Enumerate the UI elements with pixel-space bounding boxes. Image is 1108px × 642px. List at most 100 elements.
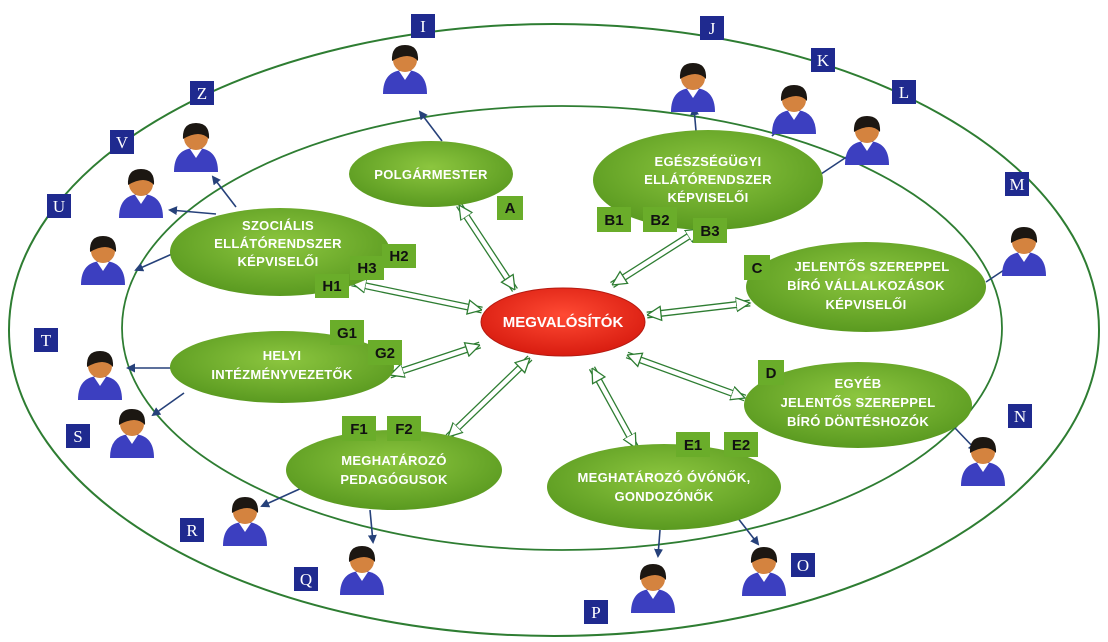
double-arrow-e <box>588 366 640 450</box>
svg-text:B3: B3 <box>700 223 719 240</box>
svg-text:E2: E2 <box>732 437 750 454</box>
person-icon <box>340 546 384 595</box>
svg-text:G2: G2 <box>375 345 395 362</box>
person-r[interactable]: R <box>180 497 267 546</box>
node-f-line-2: PEDAGÓGUSOK <box>340 472 448 487</box>
node-e-line-2: GONDOZÓNŐK <box>614 489 713 504</box>
person-badge <box>34 328 58 352</box>
svg-text:D: D <box>766 365 777 382</box>
person-n[interactable]: N <box>961 404 1032 486</box>
person-icon <box>81 236 125 285</box>
center-connections <box>352 203 750 450</box>
link-arrow-u <box>134 253 173 272</box>
person-letter: Z <box>197 84 207 103</box>
double-arrow-h <box>352 283 482 310</box>
svg-text:E1: E1 <box>684 437 702 454</box>
node-c[interactable]: JELENTŐS SZEREPPEL BÍRÓ VÁLLALKOZÁSOK KÉ… <box>746 242 986 332</box>
person-letter: J <box>709 19 716 38</box>
tag-e1: E1 <box>676 432 710 457</box>
tag-g1: G1 <box>330 320 364 345</box>
double-arrow-b <box>610 226 702 288</box>
person-t[interactable]: T <box>34 328 122 400</box>
person-v[interactable]: V <box>110 130 163 218</box>
node-a[interactable]: POLGÁRMESTER <box>349 141 513 207</box>
person-letter: I <box>420 17 426 36</box>
person-icon <box>671 63 715 112</box>
svg-text:B2: B2 <box>650 212 669 229</box>
link-arrow-p <box>654 529 664 558</box>
double-arrow-g <box>390 341 480 379</box>
person-badge <box>190 81 214 105</box>
svg-text:H1: H1 <box>322 278 341 295</box>
person-icon <box>742 547 786 596</box>
tag-d: D <box>758 360 784 385</box>
person-k[interactable]: K <box>772 48 835 134</box>
person-q[interactable]: Q <box>294 546 384 595</box>
svg-text:H3: H3 <box>357 260 376 277</box>
node-d[interactable]: EGYÉB JELENTŐS SZEREPPEL BÍRÓ DÖNTÉSHOZÓ… <box>744 362 972 448</box>
node-h[interactable]: SZOCIÁLIS ELLÁTÓRENDSZER KÉPVISELŐI <box>170 208 390 296</box>
person-p[interactable]: P <box>584 564 675 624</box>
node-g[interactable]: HELYI INTÉZMÉNYVEZETŐK <box>170 331 394 403</box>
double-arrow-f <box>445 355 533 440</box>
person-j[interactable]: J <box>671 16 724 112</box>
svg-text:A: A <box>505 200 516 217</box>
person-badge <box>110 130 134 154</box>
svg-text:C: C <box>752 260 763 277</box>
link-arrow-o <box>736 516 760 546</box>
double-arrow-a <box>456 203 518 292</box>
person-s[interactable]: S <box>66 409 154 458</box>
node-f-line-1: MEGHATÁROZÓ <box>341 453 447 468</box>
person-letter: T <box>41 331 52 350</box>
person-letter: N <box>1014 407 1026 426</box>
person-letter: V <box>116 133 129 152</box>
node-b-line-1: EGÉSZSÉGÜGYI <box>655 154 762 169</box>
person-m[interactable]: M <box>1002 172 1046 276</box>
node-h-line-1: SZOCIÁLIS <box>242 218 314 233</box>
double-arrow-d <box>627 351 745 402</box>
node-h-line-2: ELLÁTÓRENDSZER <box>214 236 342 251</box>
node-f[interactable]: MEGHATÁROZÓ PEDAGÓGUSOK <box>286 430 502 510</box>
node-a-line-1: POLGÁRMESTER <box>374 167 488 182</box>
person-u[interactable]: U <box>47 194 125 285</box>
tag-f1: F1 <box>342 416 376 441</box>
svg-text:B1: B1 <box>604 212 623 229</box>
person-badge <box>66 424 90 448</box>
tag-b1: B1 <box>597 207 631 232</box>
person-icon <box>631 564 675 613</box>
person-icon <box>78 351 122 400</box>
person-letter: L <box>899 83 909 102</box>
person-letter: O <box>797 556 809 575</box>
person-letter: Q <box>300 570 312 589</box>
person-badge <box>1008 404 1032 428</box>
node-e[interactable]: MEGHATÁROZÓ ÓVÓNŐK, GONDOZÓNŐK <box>547 444 781 530</box>
center-label: MEGVALÓSÍTÓK <box>503 313 624 331</box>
person-icon <box>383 45 427 94</box>
link-arrow-z <box>211 175 237 208</box>
person-letter: K <box>817 51 830 70</box>
person-z[interactable]: Z <box>174 81 218 172</box>
link-arrow-s <box>151 392 185 417</box>
person-badge <box>294 567 318 591</box>
person-l[interactable]: L <box>845 80 916 165</box>
node-g-line-1: HELYI <box>263 348 302 363</box>
people-layer: I J K L M N O P Q R S T U V Z <box>34 14 1046 624</box>
person-letter: S <box>73 427 82 446</box>
node-b[interactable]: EGÉSZSÉGÜGYI ELLÁTÓRENDSZER KÉPVISELŐI <box>593 130 823 230</box>
node-c-line-3: KÉPVISELŐI <box>825 297 906 312</box>
tag-b3: B3 <box>693 218 727 243</box>
svg-text:F2: F2 <box>395 421 413 438</box>
inner-ellipse <box>121 105 1003 551</box>
person-badge <box>47 194 71 218</box>
center-node[interactable]: MEGVALÓSÍTÓK <box>480 287 646 357</box>
person-letter: U <box>53 197 65 216</box>
person-icon <box>223 497 267 546</box>
node-b-line-2: ELLÁTÓRENDSZER <box>644 172 772 187</box>
tag-f2: F2 <box>387 416 421 441</box>
person-o[interactable]: O <box>742 547 815 596</box>
node-d-line-3: BÍRÓ DÖNTÉSHOZÓK <box>787 414 929 429</box>
person-badge <box>584 600 608 624</box>
person-letter: P <box>591 603 600 622</box>
person-i[interactable]: I <box>383 14 435 94</box>
